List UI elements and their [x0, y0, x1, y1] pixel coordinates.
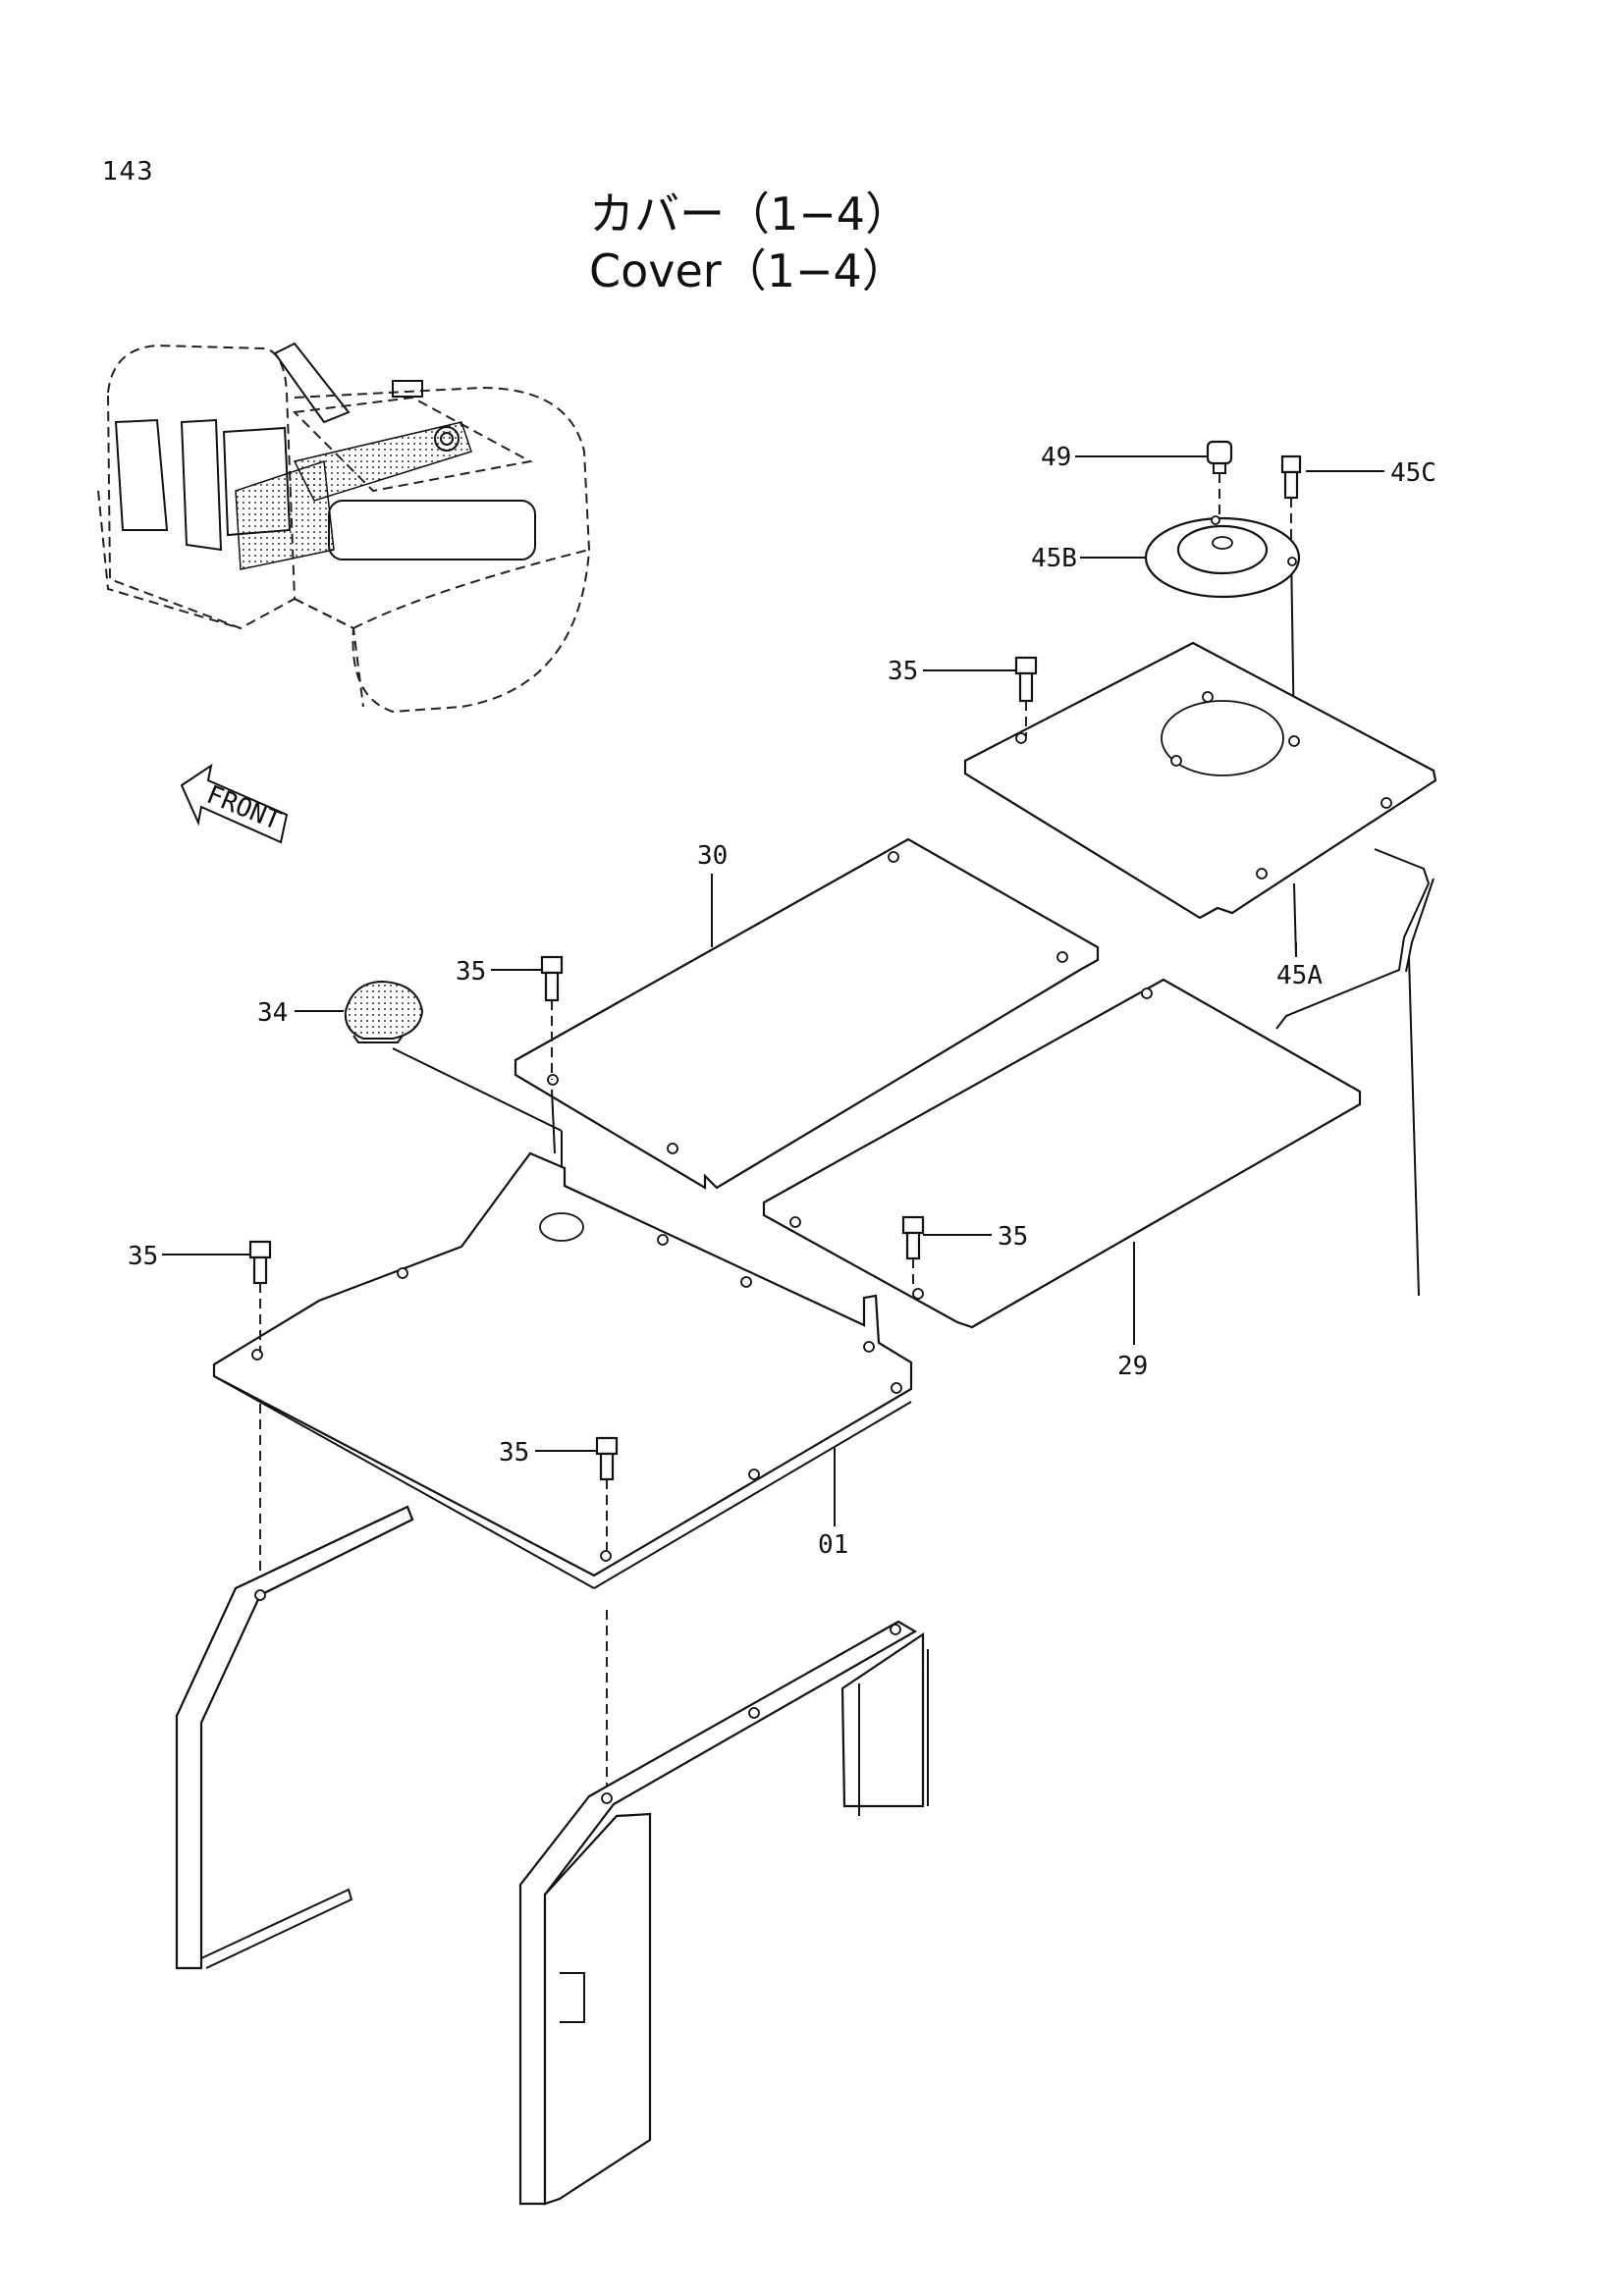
callout-45C: 45C	[1390, 458, 1436, 488]
callout-45B: 45B	[1031, 544, 1077, 573]
part-35-bolt-mid	[540, 955, 564, 1154]
callout-35-right: 35	[998, 1222, 1028, 1252]
callout-29: 29	[1117, 1352, 1148, 1381]
side-bracket-right	[1275, 848, 1435, 1297]
frame-left	[175, 1505, 414, 1970]
callout-35-mid: 35	[456, 957, 486, 987]
part-35-bolt-left	[248, 1240, 272, 1595]
page-title-japanese: カバー（1−4）	[589, 187, 911, 240]
callout-30: 30	[697, 841, 728, 871]
page-number: 143	[102, 157, 154, 187]
frame-right	[518, 1620, 929, 2206]
part-01-plate	[212, 1151, 913, 1589]
page-title-english: Cover（1−4）	[589, 244, 907, 297]
part-35-bolt-bottom	[595, 1436, 619, 1796]
callout-49: 49	[1041, 443, 1071, 472]
callout-leaders	[162, 455, 1384, 1526]
front-arrow-label: FRONT	[202, 780, 285, 836]
part-30-plate	[514, 837, 1100, 1190]
callout-35-top: 35	[888, 657, 918, 686]
part-45A-plate	[963, 641, 1437, 958]
callout-35-bottom: 35	[499, 1438, 529, 1468]
callout-01: 01	[818, 1530, 848, 1560]
part-35-bolt-right	[901, 1215, 925, 1288]
callout-35-left: 35	[128, 1242, 158, 1271]
part-45B-flange	[1144, 515, 1301, 599]
machine-overview-illustration	[97, 342, 591, 714]
part-35-bolt-top	[1014, 656, 1038, 738]
callout-45A: 45A	[1276, 961, 1323, 990]
front-direction-arrow: FRONT	[180, 763, 289, 844]
callout-34: 34	[257, 998, 288, 1028]
